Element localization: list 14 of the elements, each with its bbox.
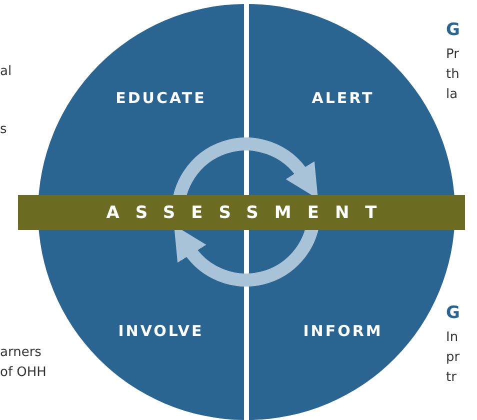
text-fragment: al bbox=[0, 63, 13, 81]
banner bbox=[18, 195, 465, 230]
quadrant-label: INFORM bbox=[303, 322, 383, 340]
text-fragment: Pr th la bbox=[446, 46, 460, 104]
text-fragment: s bbox=[0, 121, 8, 139]
quadrant bbox=[38, 4, 244, 195]
quadrant-label: INVOLVE bbox=[118, 322, 204, 340]
quadrant-label: EDUCATE bbox=[116, 89, 206, 107]
banner-label: ASSESSMENT bbox=[105, 202, 393, 222]
text-fragment: In pr tr bbox=[446, 329, 461, 387]
heading-fragment: G bbox=[446, 20, 461, 40]
heading-fragment: G bbox=[446, 303, 461, 323]
text-fragment: arners of OHH bbox=[0, 344, 48, 382]
quadrant-label: ALERT bbox=[312, 89, 374, 107]
